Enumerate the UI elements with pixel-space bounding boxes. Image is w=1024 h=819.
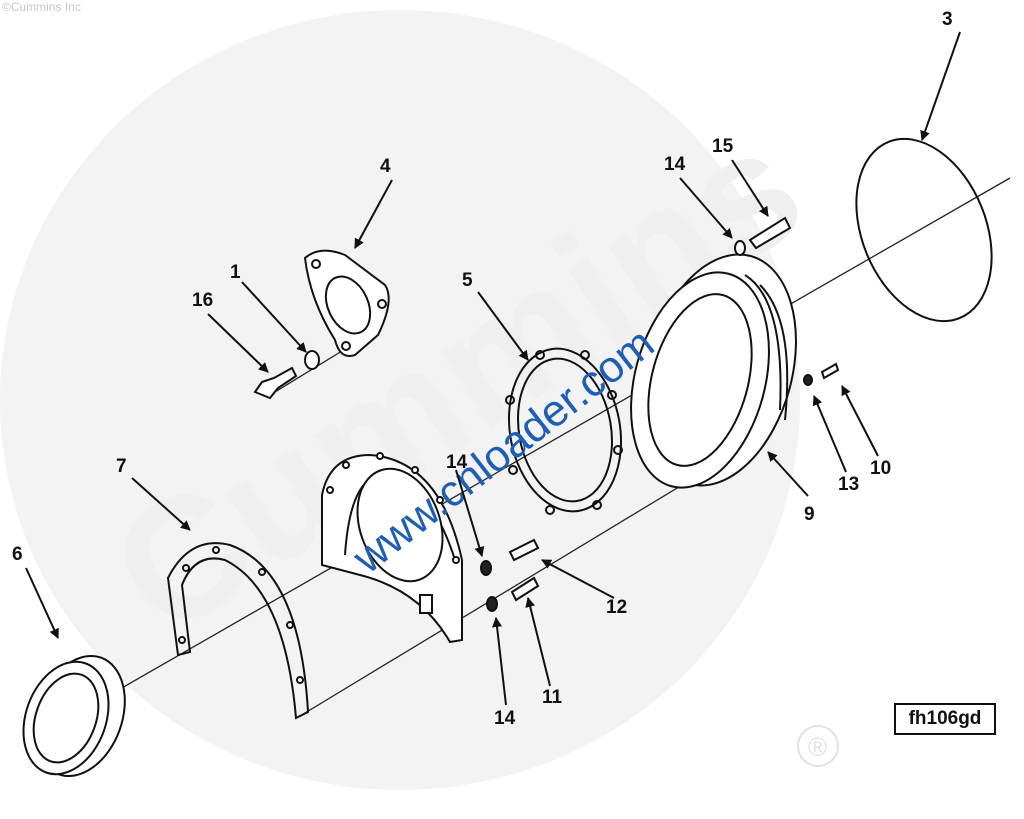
part-10-screw: [820, 362, 840, 380]
callout-13: 13: [838, 474, 859, 495]
part-15-screw: [748, 216, 792, 250]
callout-4: 4: [380, 156, 391, 177]
callout-14-low: 14: [494, 708, 516, 729]
callout-6: 6: [12, 544, 23, 565]
callout-7: 7: [116, 456, 127, 477]
callout-3: 3: [942, 9, 953, 30]
rear-cover-housing: [321, 452, 463, 644]
copyright-notice: ©Cummins Inc: [2, 0, 81, 14]
part-3-o-ring: [855, 137, 993, 323]
part-11-screw: [510, 576, 540, 602]
part-14-washer-mid: [480, 560, 492, 576]
part-14-washer-low: [486, 596, 498, 612]
part-7-gasket: [166, 542, 310, 720]
callout-15: 15: [712, 136, 734, 157]
callout-14-top: 14: [664, 154, 686, 175]
part-5-gasket-ring: [505, 347, 623, 515]
part-12-screw: [508, 538, 540, 562]
leader-arrows: [25, 31, 961, 706]
callout-9: 9: [804, 504, 815, 525]
part-13-washer: [803, 374, 813, 386]
part-4-small-gasket: [303, 249, 390, 357]
registered-circle: [797, 725, 839, 767]
callout-10: 10: [870, 458, 891, 479]
part-16-capscrew: [253, 366, 298, 400]
registered-mark: ®: [808, 732, 827, 762]
figure-id-box: fh106gd: [894, 703, 996, 735]
callout-labels: 3 4 1 16 5 15 14 6 7 9 10 13 14 12 11 14: [12, 9, 953, 729]
callout-11: 11: [542, 687, 563, 708]
callout-5: 5: [462, 270, 473, 291]
part-1-washer: [304, 350, 320, 370]
part-6-rear-seal: [22, 654, 126, 778]
part-9-adapter: [630, 253, 797, 489]
callout-12: 12: [606, 597, 627, 618]
callout-16: 16: [192, 290, 213, 311]
callout-1: 1: [230, 262, 241, 283]
callout-14-mid: 14: [446, 452, 468, 473]
part-14-washer-top: [734, 240, 746, 256]
